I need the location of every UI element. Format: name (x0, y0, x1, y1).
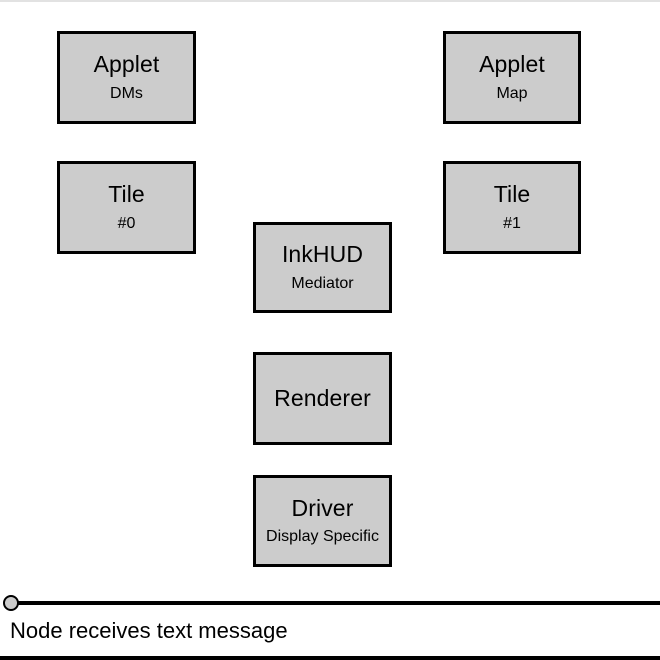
node-title: Renderer (274, 384, 371, 411)
frame-top-border (0, 0, 660, 2)
node-title: Driver (291, 494, 354, 521)
timeline-axis (11, 601, 660, 605)
node-tile-1[interactable]: Tile #1 (443, 161, 581, 254)
timeline-event-label: Node receives text message (10, 618, 288, 643)
node-title: InkHUD (281, 241, 364, 268)
node-title: Applet (93, 51, 160, 78)
node-subtitle: Map (496, 84, 528, 102)
node-title: Applet (479, 51, 545, 78)
node-subtitle: Display Specific (266, 528, 379, 546)
node-subtitle: #1 (503, 214, 521, 232)
node-inkhud-mediator[interactable]: InkHUD Mediator (253, 222, 392, 313)
node-title: Tile (493, 181, 531, 208)
node-renderer[interactable]: Renderer (253, 352, 392, 445)
node-subtitle: Mediator (291, 274, 354, 292)
node-applet-map[interactable]: Applet Map (443, 31, 581, 124)
node-title: Tile (108, 181, 145, 208)
frame-bottom-border (0, 656, 660, 660)
node-subtitle: #0 (117, 214, 136, 232)
timeline-start-marker-icon[interactable] (3, 595, 19, 611)
node-subtitle: DMs (110, 84, 143, 102)
node-tile-0[interactable]: Tile #0 (57, 161, 196, 254)
node-applet-dms[interactable]: Applet DMs (57, 31, 196, 124)
node-driver[interactable]: Driver Display Specific (253, 475, 392, 567)
